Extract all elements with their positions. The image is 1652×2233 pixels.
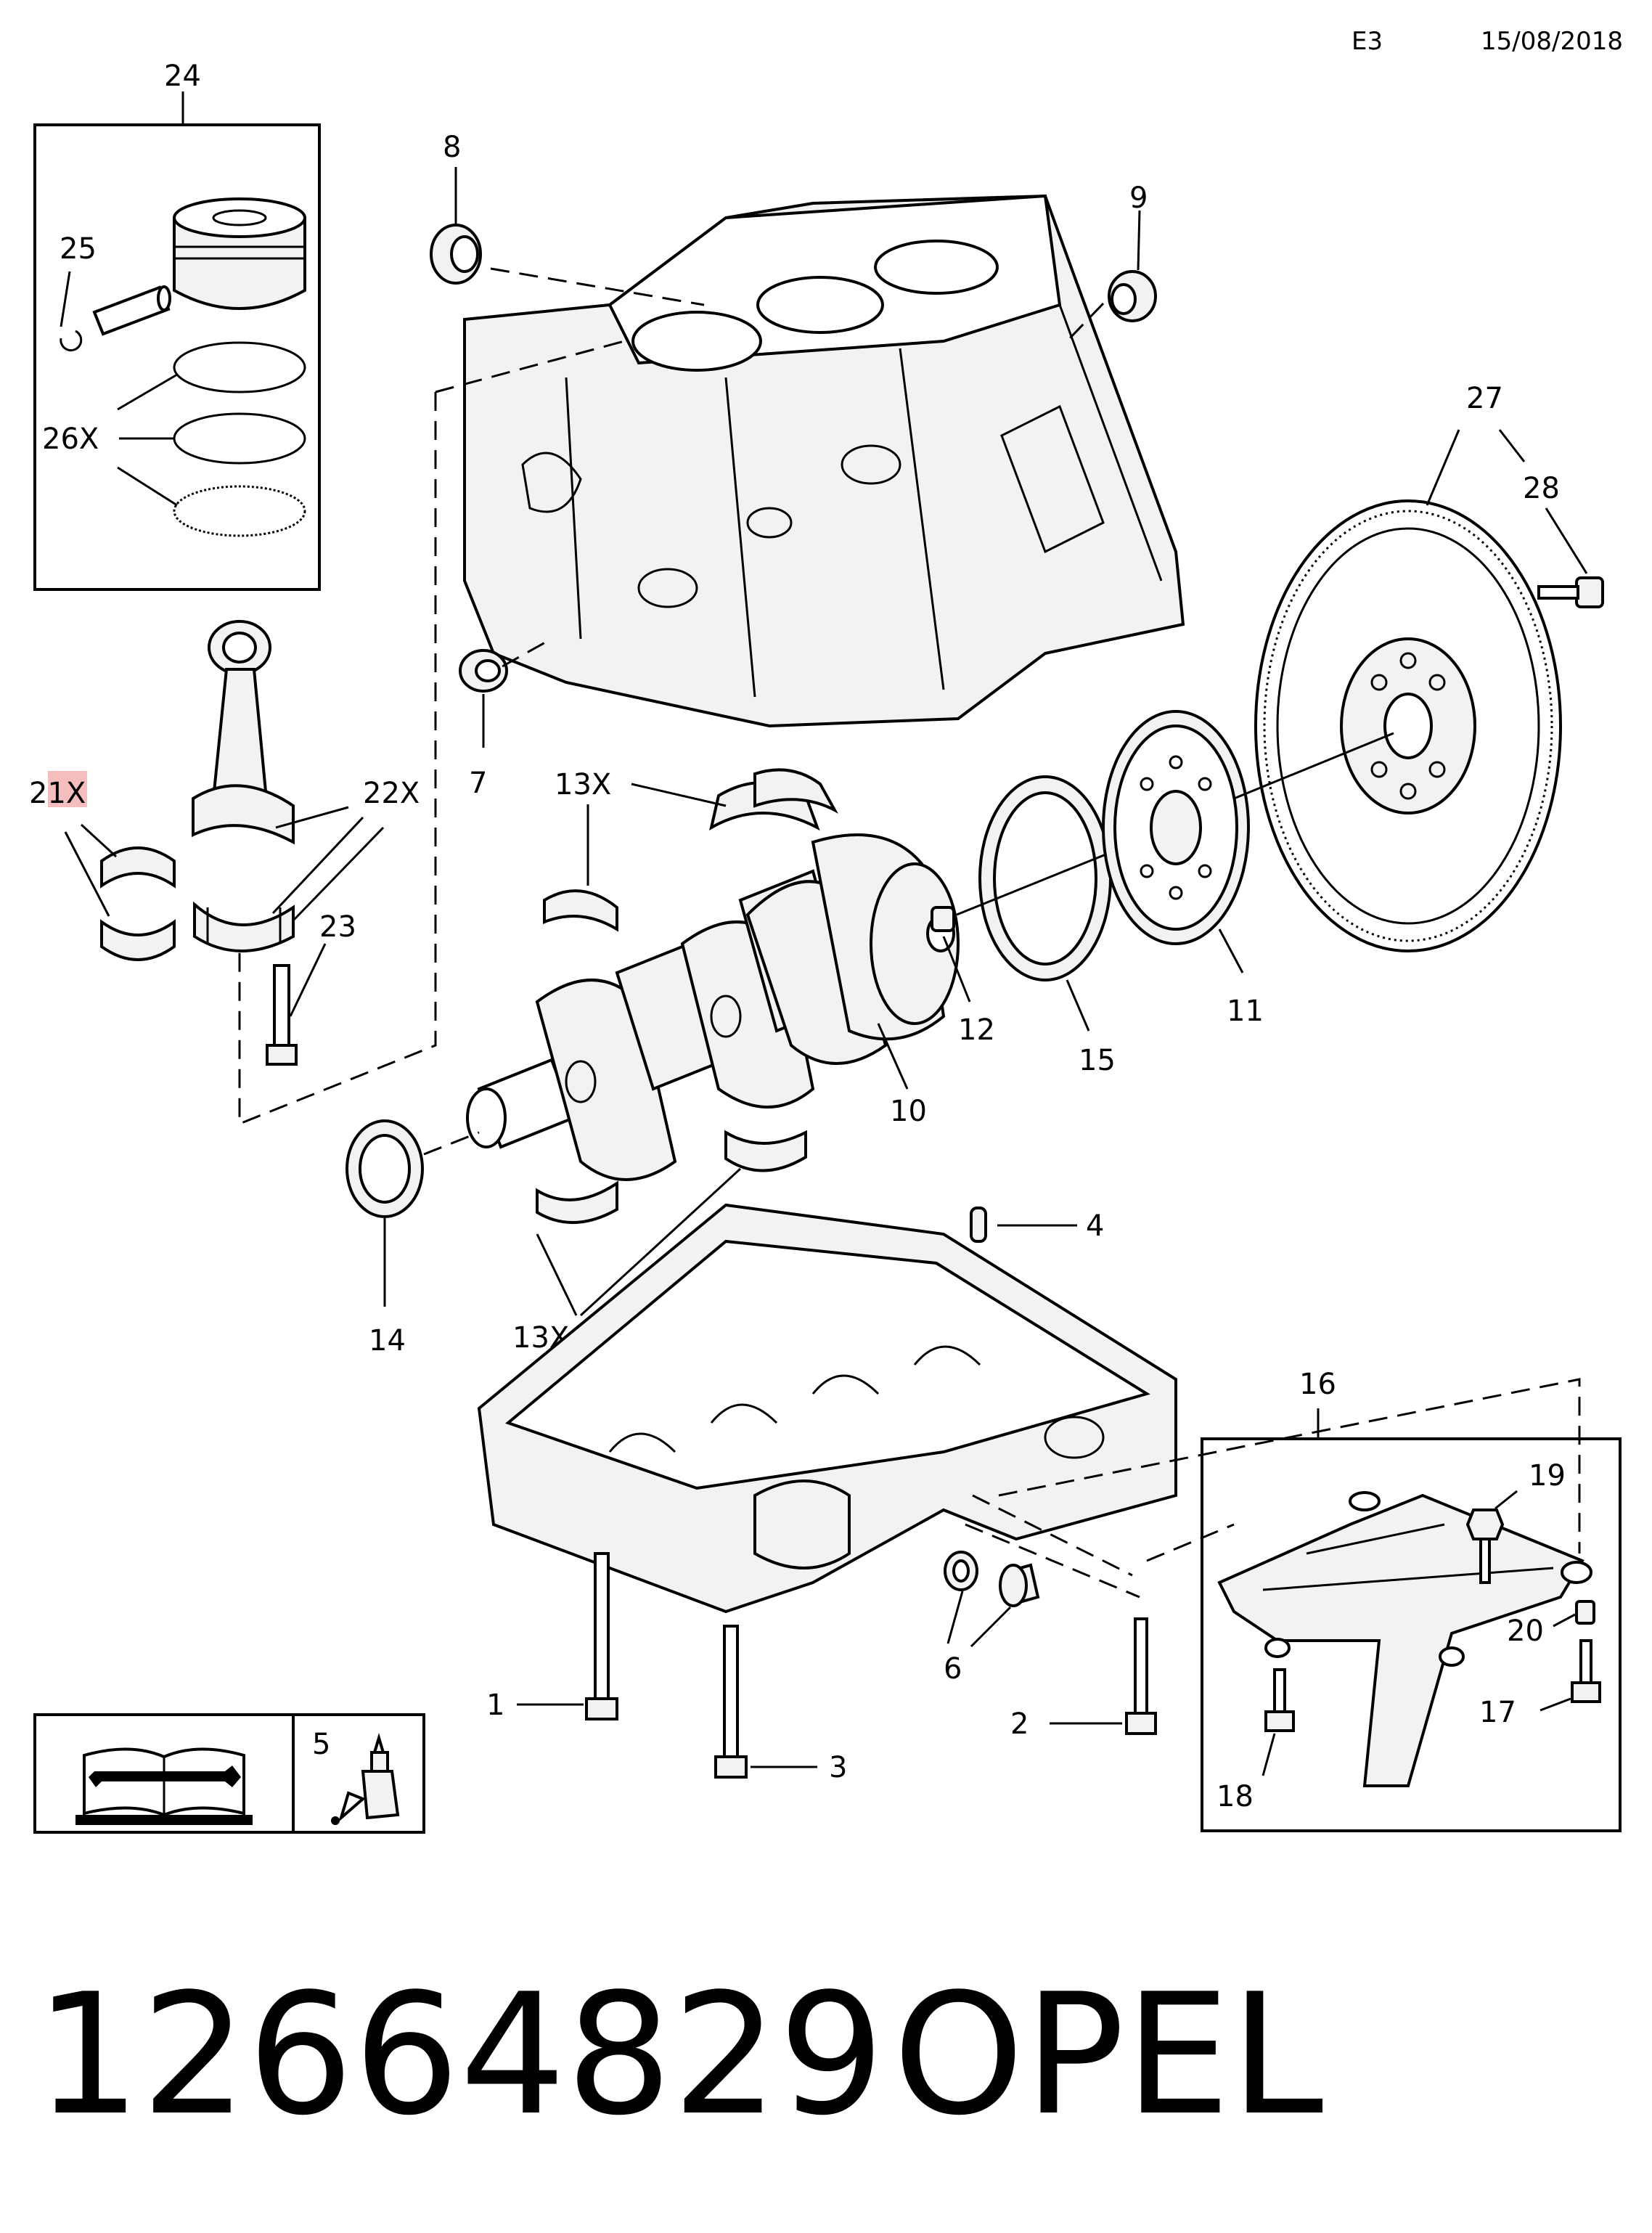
callout-7: 7 [469, 767, 487, 800]
part-1-bolt [585, 1552, 618, 1720]
main-bearing-shells [536, 768, 838, 1224]
callout-5: 5 [312, 1728, 330, 1761]
connecting-rod [192, 620, 295, 952]
part-2-bolt [1125, 1617, 1157, 1735]
callout-11: 11 [1227, 995, 1264, 1028]
brand-name: OPEL [893, 1959, 1323, 2152]
part-17-bolt [1571, 1639, 1601, 1703]
part-19-nut [1465, 1509, 1505, 1584]
callout-24: 24 [164, 60, 201, 93]
callout-3: 3 [829, 1751, 847, 1784]
circlip [60, 330, 83, 352]
crankshaft [466, 833, 960, 1181]
part-20-spacer [1575, 1600, 1595, 1625]
part-7-seal [459, 649, 508, 693]
callout-8: 8 [443, 131, 461, 164]
header-code: E3 [1352, 27, 1383, 56]
adhesive-bottle-icon [331, 1733, 400, 1825]
callout-13-top: 13X [555, 768, 611, 801]
oil-baffle [1217, 1491, 1592, 1787]
callout-10: 10 [890, 1095, 927, 1128]
part-27-flywheel [1254, 499, 1562, 952]
callout-19: 19 [1529, 1459, 1566, 1493]
callout-28: 28 [1523, 472, 1560, 505]
callout-18: 18 [1216, 1780, 1254, 1813]
piston-kit-box: 24 25 26X [33, 60, 321, 591]
piston [173, 197, 306, 310]
part-11-plate [1102, 710, 1250, 945]
wrench-book-icon [75, 1747, 253, 1825]
callout-26: 26X [42, 422, 99, 456]
callout-21: 21X [29, 777, 86, 810]
piston-rings [173, 341, 306, 537]
rod-bolt [266, 964, 298, 1066]
part-8-plug [430, 224, 482, 285]
rod-bearing-shells [100, 846, 176, 961]
callout-17: 17 [1479, 1696, 1516, 1729]
part-9-plug [1108, 270, 1157, 322]
part-6-plug [944, 1551, 1040, 1607]
callout-1: 1 [486, 1689, 504, 1722]
cylinder-block [463, 194, 1185, 728]
callout-21-highlight [48, 771, 87, 807]
callout-14: 14 [369, 1324, 406, 1358]
callout-4: 4 [1086, 1209, 1104, 1243]
callout-23: 23 [319, 910, 356, 944]
part-18-bolt [1264, 1668, 1295, 1732]
legend-box: 5 [33, 1713, 425, 1834]
callout-25: 25 [60, 232, 97, 266]
part-3-bolt [714, 1625, 748, 1779]
baffle-box: 16 19 20 17 [998, 1368, 1622, 1832]
callout-6: 6 [944, 1652, 962, 1686]
header-date: 15/08/2018 [1481, 27, 1623, 56]
callout-2: 2 [1010, 1707, 1029, 1741]
callout-27: 27 [1466, 382, 1503, 415]
part-14-seal [345, 1119, 424, 1218]
part-12-sleeve [931, 906, 955, 932]
part-number: 12664829 [35, 1959, 885, 2152]
piston-pin [92, 285, 171, 336]
part-28-bolt [1537, 576, 1604, 608]
crankcase [477, 1203, 1177, 1614]
callout-16: 16 [1299, 1368, 1336, 1401]
callout-20: 20 [1507, 1614, 1544, 1648]
callout-12: 12 [958, 1013, 995, 1047]
callout-15: 15 [1079, 1044, 1116, 1077]
callout-22: 22X [363, 777, 420, 810]
part-4-dowel [970, 1207, 987, 1243]
callout-9: 9 [1129, 181, 1148, 215]
